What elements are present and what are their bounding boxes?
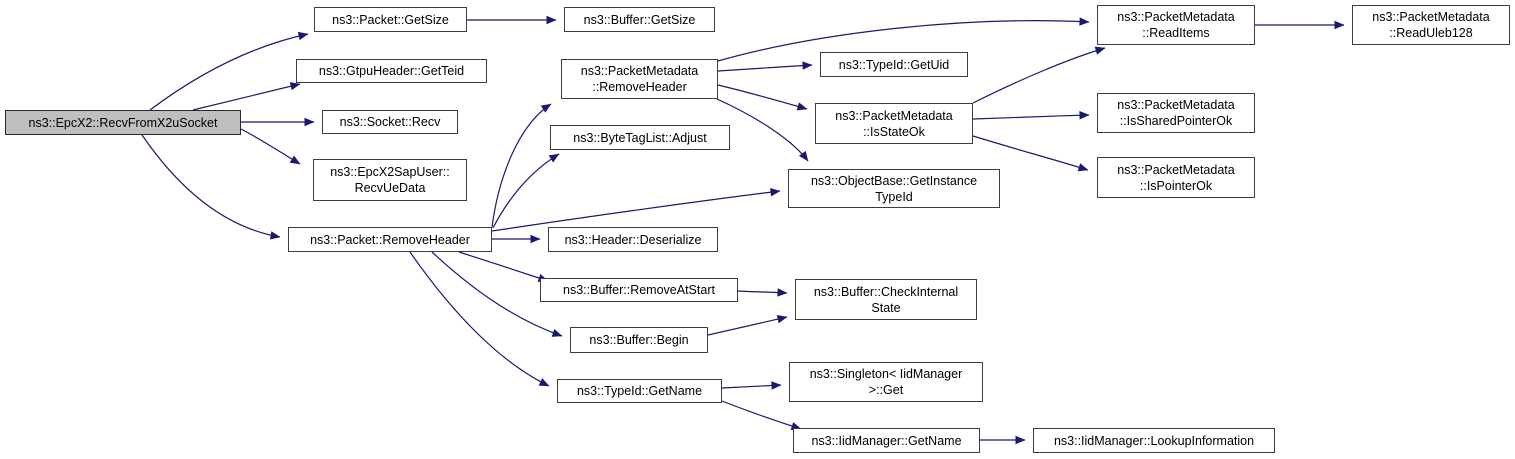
node-iidmanager-lookupinformation[interactable]: ns3::IidManager::LookupInformation	[1033, 428, 1275, 453]
node-label-line: ns3::Packet::RemoveHeader	[310, 232, 470, 247]
node-label-line: ns3::PacketMetadata	[1117, 98, 1235, 112]
node-typeid-getname[interactable]: ns3::TypeId::GetName	[557, 379, 722, 403]
node-packet-getsize[interactable]: ns3::Packet::GetSize	[314, 7, 467, 32]
node-label-line: ns3::Buffer::GetSize	[583, 12, 696, 27]
node-buffer-begin[interactable]: ns3::Buffer::Begin	[570, 327, 708, 353]
node-singleton-iidmanager-get[interactable]: ns3::Singleton< IidManager>::Get	[789, 362, 983, 402]
node-label-line: ns3::EpcX2::RecvFromX2uSocket	[28, 115, 218, 130]
node-label-line: ns3::Singleton< IidManager	[809, 367, 963, 381]
node-label-line: ns3::GtpuHeader::GetTeid	[318, 64, 465, 78]
node-header-deserialize[interactable]: ns3::Header::Deserialize	[548, 227, 718, 252]
node-label-line: ::IsPointerOk	[1139, 178, 1213, 193]
node-epcx2-recvfromx2usocket: ns3::EpcX2::RecvFromX2uSocket	[5, 110, 241, 135]
node-label-line: ns3::Packet::GetSize	[332, 12, 449, 27]
edge-packetmetadata-isstateok--packetmetadata-ispointerok	[972, 135, 1089, 172]
edge-packetmetadata-removeheader--packetmetadata-readitems	[717, 17, 1090, 62]
node-buffer-getsize[interactable]: ns3::Buffer::GetSize	[564, 7, 715, 32]
node-label-line: ::IsSharedPointerOk	[1119, 114, 1233, 128]
node-packetmetadata-issharedpointerok[interactable]: ns3::PacketMetadata::IsSharedPointerOk	[1097, 93, 1255, 133]
node-label-line: ns3::PacketMetadata	[1117, 162, 1235, 177]
node-label-line: ns3::EpcX2SapUser::	[330, 165, 450, 179]
node-label-line: ns3::Buffer::Begin	[589, 333, 689, 347]
node-label-line: ns3::TypeId::GetUid	[838, 57, 950, 72]
node-label-line: ns3::PacketMetadata	[1117, 10, 1235, 24]
edge-typeid-getname--iidmanager-getname	[721, 400, 802, 431]
node-label-line: ns3::Buffer::RemoveAtStart	[563, 283, 715, 297]
edge-packetmetadata-removeheader--objectbase-getinstancetypeid	[716, 98, 809, 162]
node-socket-recv[interactable]: ns3::Socket::Recv	[322, 110, 458, 134]
node-label-line: ns3::ObjectBase::GetInstance	[810, 173, 978, 188]
node-label-line: State	[871, 300, 901, 315]
edge-epcx2-recvfromx2usocket--epcx2sapuser-recvuedata	[240, 128, 301, 165]
node-iidmanager-getname[interactable]: ns3::IidManager::GetName	[793, 428, 980, 453]
node-packetmetadata-isstateok[interactable]: ns3::PacketMetadata::IsStateOk	[815, 103, 973, 144]
edge-packet-removeheader--buffer-removeatstart	[458, 251, 549, 282]
edge-buffer-begin--buffer-checkinternalstate	[707, 315, 788, 336]
node-packetmetadata-readuleb128[interactable]: ns3::PacketMetadata::ReadUleb128	[1352, 5, 1510, 45]
edge-packetmetadata-isstateok--packetmetadata-readitems	[972, 46, 1106, 104]
edge-epcx2-recvfromx2usocket--gtpuheader-getteid	[192, 82, 301, 111]
edge-packet-removeheader--bytetaglist-adjust	[492, 153, 560, 229]
node-bytetaglist-adjust[interactable]: ns3::ByteTagList::Adjust	[550, 125, 730, 150]
node-label-line: ns3::Header::Deserialize	[564, 232, 702, 247]
node-label-line: ns3::IidManager::LookupInformation	[1053, 433, 1255, 448]
node-label-line: ns3::PacketMetadata	[1372, 10, 1490, 24]
edge-packetmetadata-removeheader--typeid-getuid	[717, 61, 813, 72]
node-packetmetadata-removeheader[interactable]: ns3::PacketMetadata::RemoveHeader	[561, 59, 718, 99]
edge-buffer-removeatstart--buffer-checkinternalstate	[737, 288, 788, 297]
node-label-line: ns3::Buffer::CheckInternal	[813, 284, 959, 299]
edge-packet-removeheader--packetmetadata-removeheader	[491, 103, 552, 228]
node-label-line: ::ReadItems	[1142, 26, 1210, 40]
node-buffer-removeatstart[interactable]: ns3::Buffer::RemoveAtStart	[540, 278, 738, 302]
node-label-line: TypeId	[875, 189, 913, 204]
edge-packetmetadata-removeheader--packetmetadata-isstateok	[717, 84, 808, 111]
edge-epcx2-recvfromx2usocket--packet-getsize	[149, 31, 309, 111]
edge-epcx2-recvfromx2usocket--packet-removeheader	[141, 134, 281, 240]
node-label-line: RecvUeData	[354, 181, 426, 195]
node-label-line: ns3::PacketMetadata	[580, 64, 699, 78]
node-epcx2sapuser-recvuedata[interactable]: ns3::EpcX2SapUser::RecvUeData	[313, 159, 467, 201]
edge-typeid-getname--singleton-iidmanager-get	[721, 381, 782, 390]
node-label-line: ns3::ByteTagList::Adjust	[573, 130, 707, 145]
node-packet-removeheader[interactable]: ns3::Packet::RemoveHeader	[288, 227, 492, 252]
node-label-line: ::IsStateOk	[863, 124, 925, 139]
edge-packet-removeheader--buffer-begin	[431, 251, 563, 337]
node-label-line: ns3::Socket::Recv	[339, 115, 441, 129]
node-label-line: >::Get	[868, 383, 904, 397]
edge-packetmetadata-isstateok--packetmetadata-issharedpointerok	[972, 111, 1090, 120]
node-label-line: ::ReadUleb128	[1389, 26, 1473, 40]
edge-packet-removeheader--typeid-getname	[409, 251, 550, 387]
edge-packet-removeheader--objectbase-getinstancetypeid	[491, 188, 781, 232]
node-packetmetadata-readitems[interactable]: ns3::PacketMetadata::ReadItems	[1097, 5, 1255, 45]
node-label-line: ::RemoveHeader	[592, 80, 687, 94]
node-gtpuheader-getteid[interactable]: ns3::GtpuHeader::GetTeid	[296, 59, 487, 83]
node-packetmetadata-ispointerok[interactable]: ns3::PacketMetadata::IsPointerOk	[1097, 157, 1255, 198]
node-label-line: ns3::PacketMetadata	[835, 108, 953, 123]
node-typeid-getuid[interactable]: ns3::TypeId::GetUid	[820, 52, 968, 77]
node-label-line: ns3::IidManager::GetName	[811, 433, 962, 448]
node-label-line: ns3::TypeId::GetName	[576, 384, 703, 398]
